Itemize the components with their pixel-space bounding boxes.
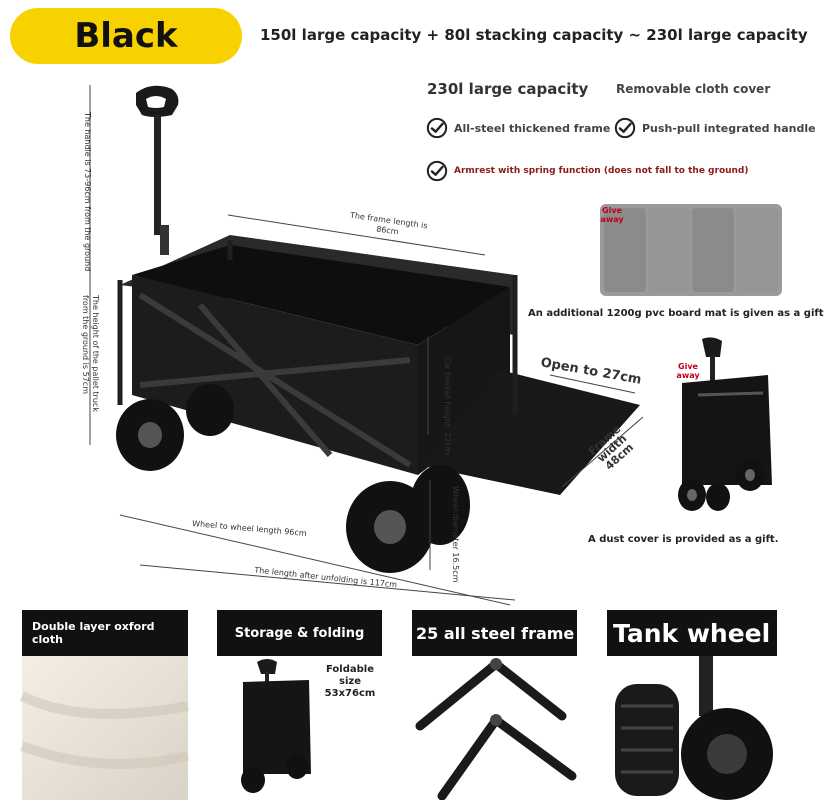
feature-handle: Push-pull integrated handle <box>614 117 816 139</box>
pallet-height-label: The height of the pallet truck from the … <box>81 295 100 412</box>
panel-storage-title: Storage & folding <box>217 610 382 656</box>
feature-frame: All-steel thickened frame <box>426 117 610 139</box>
foldable-size-label: Foldable size 53x76cm <box>324 664 376 699</box>
panel-oxford-cloth: Double layer oxford cloth <box>19 610 190 800</box>
wheel-diameter-label: Wheel diameter 16.5cm <box>451 486 460 583</box>
give-away-tag-mat: Give away <box>600 206 624 224</box>
capacity-headline: 150l large capacity + 80l stacking capac… <box>260 26 808 44</box>
panel-oxford-title: Double layer oxford cloth <box>22 610 188 656</box>
oxford-cloth-image <box>19 656 190 800</box>
check-circle-icon <box>426 160 448 182</box>
basket-height-label: Car basket height: 27cm <box>443 356 452 455</box>
give-away-tag-dust: Give away <box>676 362 700 380</box>
dust-cover-image <box>678 337 772 511</box>
panel-storage-folding: Storage & folding Foldable size 53x76cm <box>217 610 382 800</box>
steel-frame-image <box>412 656 577 800</box>
handle-height-label: The handle is 73-96cm from the ground <box>83 112 92 272</box>
panel-steel-title: 25 all steel frame <box>412 610 577 656</box>
panel-tank-title: Tank wheel <box>607 610 777 656</box>
color-badge: Black <box>10 8 242 64</box>
check-circle-icon <box>614 117 636 139</box>
feature-armrest: Armrest with spring function (does not f… <box>426 160 749 182</box>
wagon-main-image <box>89 85 644 606</box>
pvc-mat-image <box>600 204 782 296</box>
feature-frame-label: All-steel thickened frame <box>454 121 611 135</box>
tank-wheel-image <box>607 656 777 800</box>
feature-armrest-label: Armrest with spring function (does not f… <box>454 166 749 176</box>
capacity-title: 230l large capacity <box>427 80 589 98</box>
folded-wagon-image <box>217 656 382 800</box>
cover-title: Removable cloth cover <box>616 82 771 96</box>
feature-handle-label: Push-pull integrated handle <box>642 121 816 135</box>
panel-steel-frame: 25 all steel frame <box>412 610 577 800</box>
panel-tank-wheel: Tank wheel <box>607 610 777 800</box>
mat-caption: An additional 1200g pvc board mat is giv… <box>528 308 824 319</box>
check-circle-icon <box>426 117 448 139</box>
dust-cover-caption: A dust cover is provided as a gift. <box>588 534 779 545</box>
